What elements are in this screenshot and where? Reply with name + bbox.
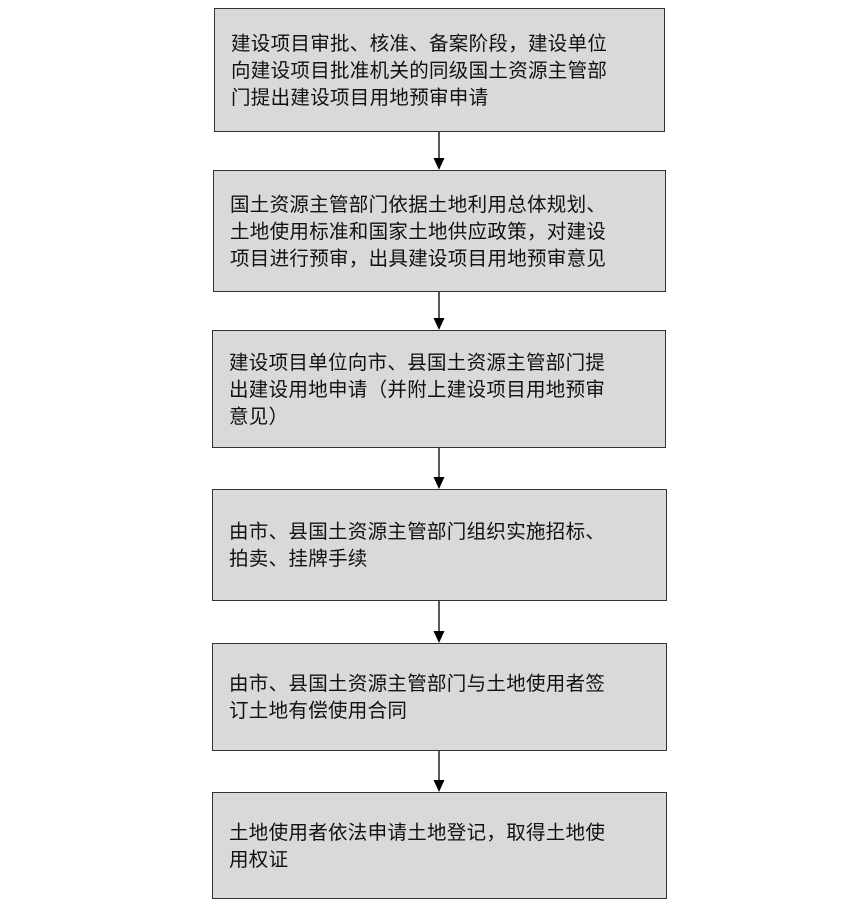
step-text: 建设项目审批、核准、备案阶段，建设单位 [231, 31, 608, 55]
step-2-box: 国土资源主管部门依据土地利用总体规划、 土地使用标准和国家土地供应政策，对建设 … [213, 170, 666, 292]
arrow-head-icon [433, 477, 445, 489]
step-text: 订土地有偿使用合同 [229, 699, 408, 722]
arrow-head-icon [433, 318, 445, 330]
step-text: 用权证 [229, 847, 289, 871]
step-text: 由市、县国土资源主管部门与土地使用者签 [229, 672, 606, 695]
arrow-head-icon [433, 780, 445, 792]
step-text: 出建设用地申请（并附上建设项目用地预审 [229, 377, 606, 401]
step-text: 土地使用标准和国家土地供应政策，对建设 [230, 219, 607, 243]
step-text: 土地使用者依法申请土地登记，取得土地使 [229, 820, 606, 844]
step-1-box: 建设项目审批、核准、备案阶段，建设单位 向建设项目批准机关的同级国土资源主管部 … [214, 8, 665, 132]
arrow-head-icon [433, 158, 445, 170]
step-5-box: 由市、县国土资源主管部门与土地使用者签 订土地有偿使用合同 [212, 643, 667, 751]
step-3-box: 建设项目单位向市、县国土资源主管部门提 出建设用地申请（并附上建设项目用地预审 … [212, 330, 666, 448]
step-text: 向建设项目批准机关的同级国土资源主管部 [231, 58, 608, 82]
step-text: 门提出建设项目用地预审申请 [231, 85, 489, 109]
step-text: 建设项目单位向市、县国土资源主管部门提 [229, 350, 606, 374]
step-6-box: 土地使用者依法申请土地登记，取得土地使 用权证 [212, 792, 667, 899]
step-text: 意见） [229, 404, 289, 428]
step-text: 拍卖、挂牌手续 [229, 547, 368, 570]
step-text: 项目进行预审，出具建设项目用地预审意见 [230, 246, 607, 270]
step-text: 国土资源主管部门依据土地利用总体规划、 [230, 192, 607, 216]
step-4-box: 由市、县国土资源主管部门组织实施招标、 拍卖、挂牌手续 [212, 489, 667, 601]
arrow-head-icon [433, 631, 445, 643]
step-text: 由市、县国土资源主管部门组织实施招标、 [229, 520, 606, 543]
